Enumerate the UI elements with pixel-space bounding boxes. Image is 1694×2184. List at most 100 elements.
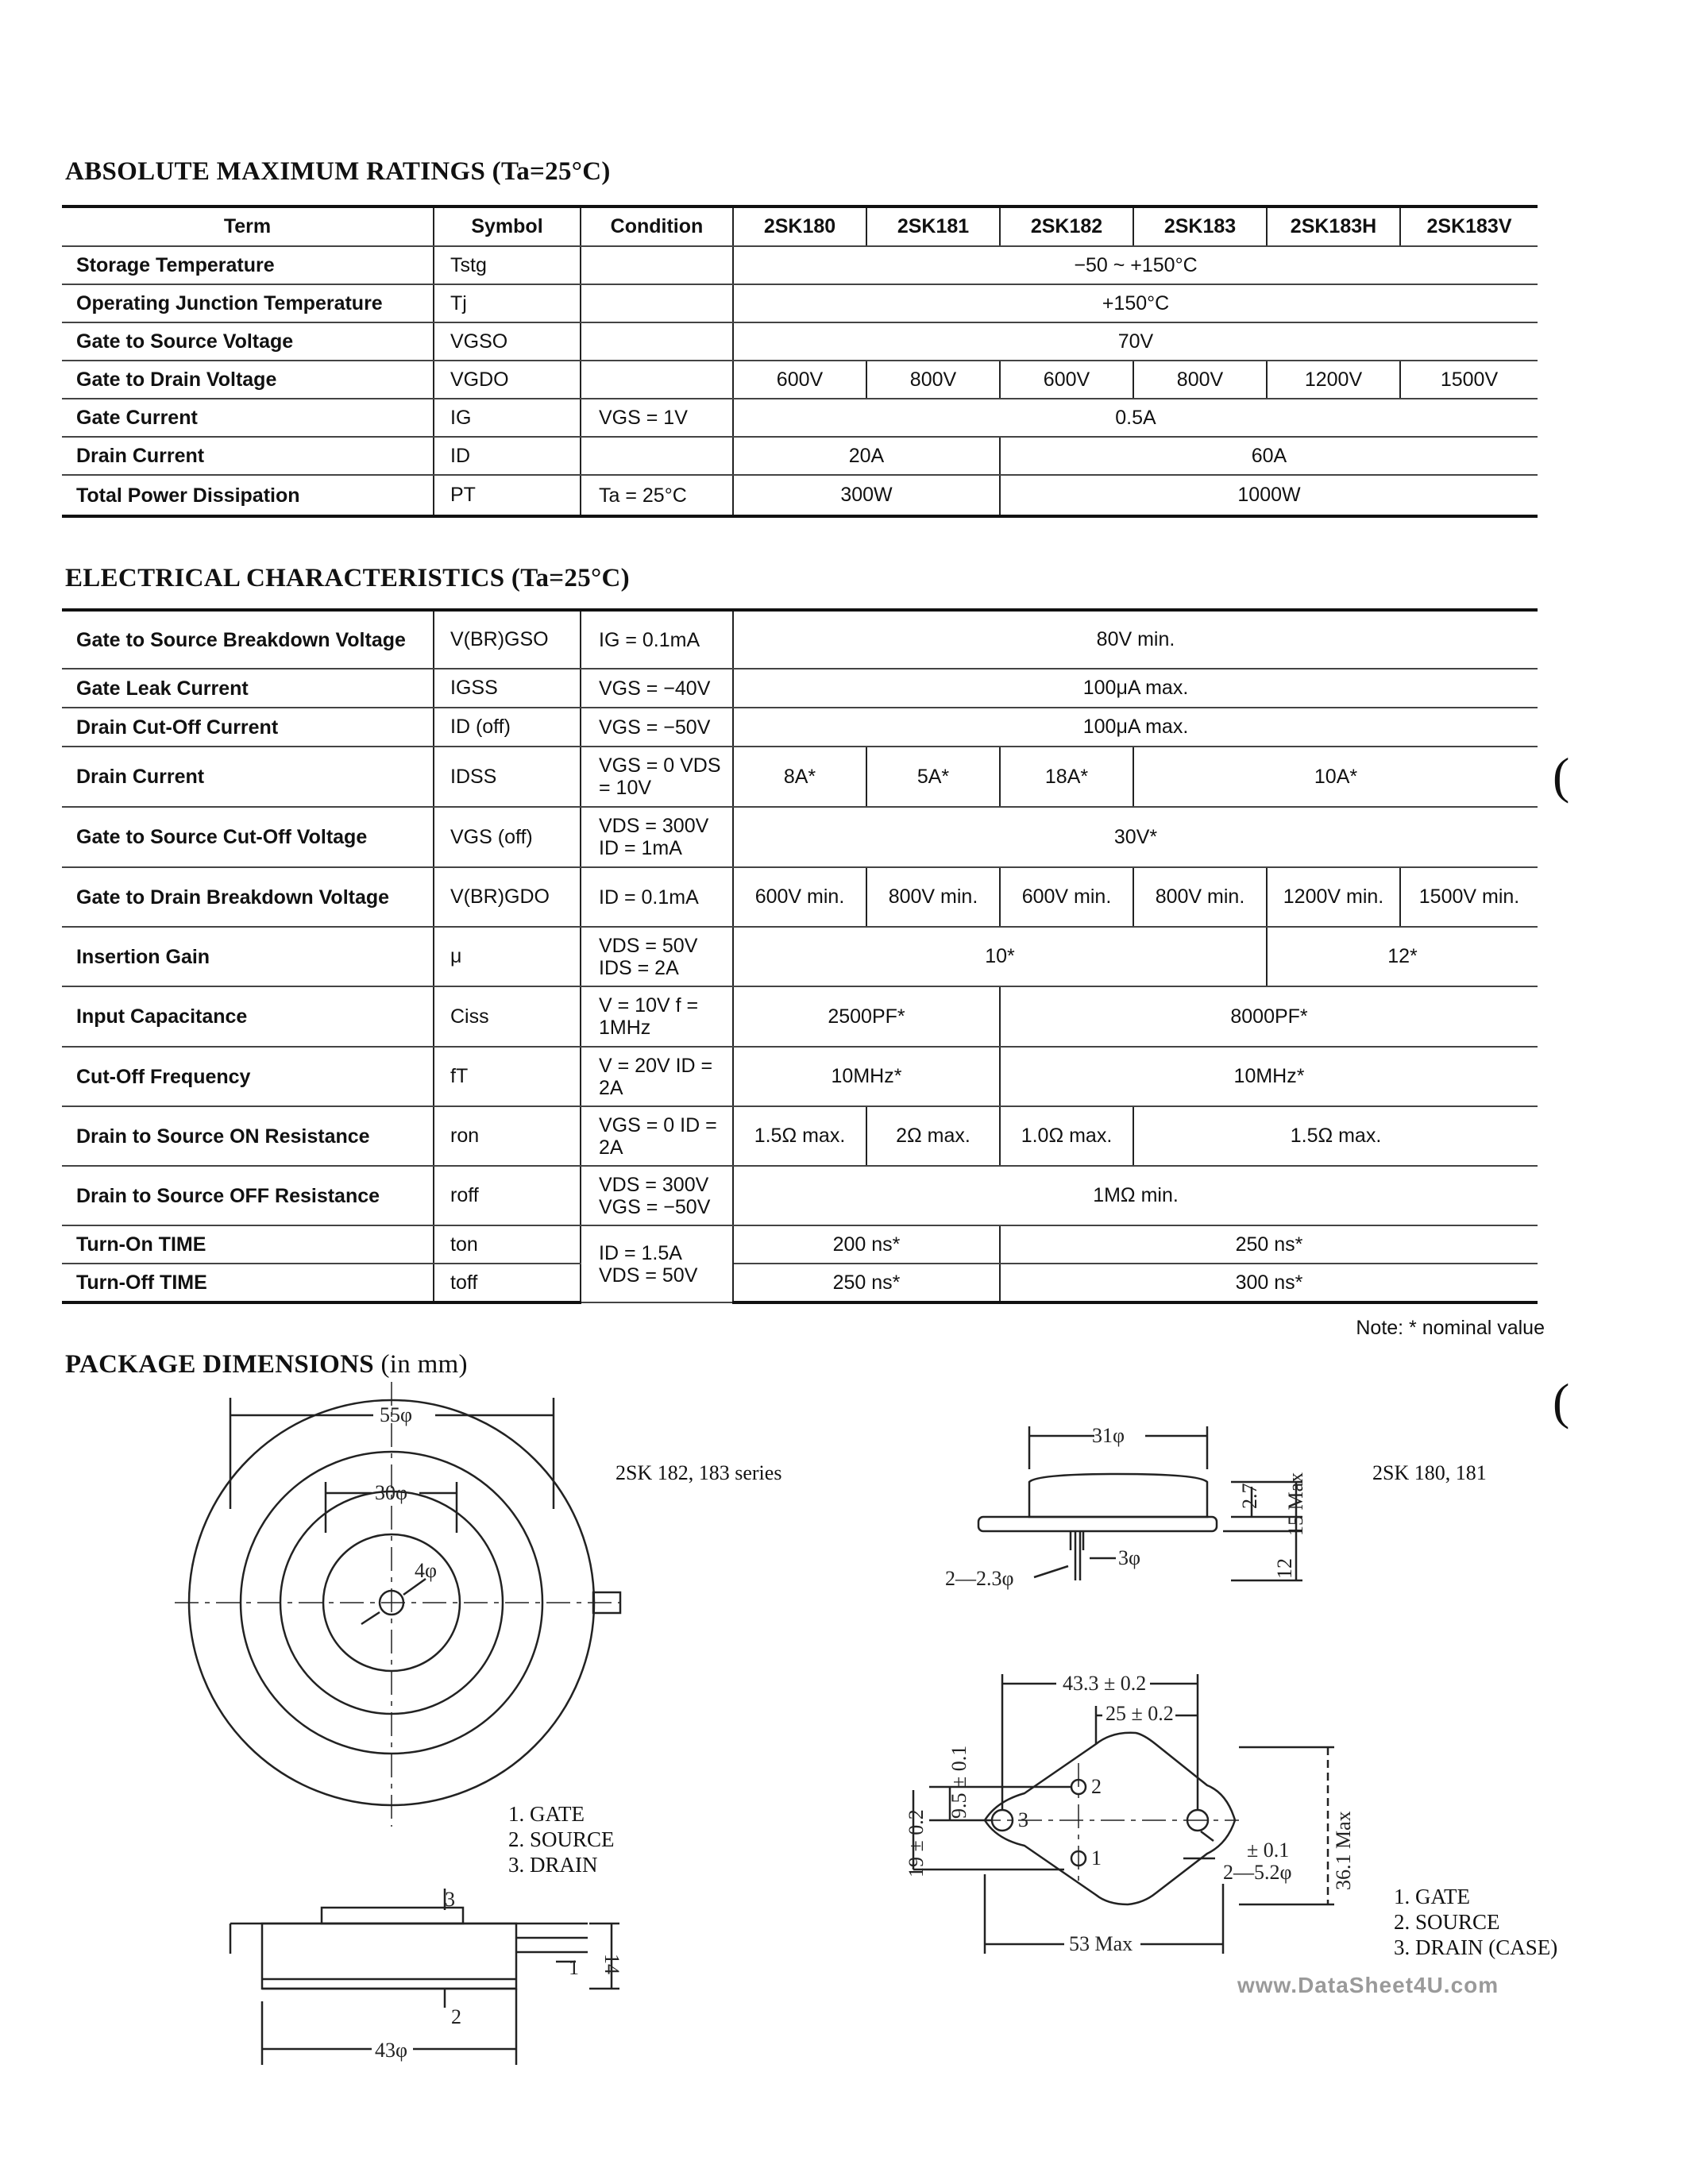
value-cell: 800V: [1133, 361, 1268, 399]
value-cell: 600V: [733, 361, 867, 399]
value-cell: 800V min.: [866, 867, 1001, 928]
symbol-cell: VGS (off): [434, 807, 581, 868]
margin-mark: (: [1553, 747, 1570, 804]
callout-3: 3: [1018, 1808, 1028, 1831]
dim-25: 25 ± 0.2: [1106, 1702, 1174, 1725]
term-cell: Turn-On TIME: [62, 1225, 434, 1264]
table-row: Drain to Source ON Resistance ron VGS = …: [62, 1106, 1538, 1167]
term-cell: Storage Temperature: [62, 246, 434, 285]
mounting-flange: [977, 1515, 1218, 1533]
term-cell: Drain to Source ON Resistance: [62, 1106, 434, 1167]
condition-cell: VGS = 0 ID = 2A: [581, 1106, 734, 1167]
dim-pm-0-1: ± 0.1: [1247, 1839, 1289, 1862]
condition-cell: VDS = 50V IDS = 2A: [581, 927, 734, 987]
col-header: 2SK182: [1000, 205, 1134, 247]
value-cell: 1500V min.: [1400, 867, 1538, 928]
pin-list-right: 1. GATE 2. SOURCE 3. DRAIN (CASE): [1394, 1884, 1557, 1960]
abs-max-title: ABSOLUTE MAXIMUM RATINGS (Ta=25°C): [65, 157, 611, 186]
value-cell: 8000PF*: [1000, 986, 1538, 1048]
col-header: 2SK183H: [1267, 205, 1401, 247]
pin-list-left: 1. GATE 2. SOURCE 3. DRAIN: [508, 1801, 615, 1877]
dim-12: 12: [1273, 1558, 1296, 1579]
table-row: Gate Leak Current IGSS VGS = −40V 100μA …: [62, 669, 1538, 708]
value-cell: 1.0Ω max.: [1000, 1106, 1134, 1167]
value-cell: 80V min.: [733, 608, 1538, 669]
right-side-view: [977, 1426, 1302, 1582]
value-cell: 300W: [733, 475, 1001, 518]
col-header: Term: [62, 205, 434, 247]
symbol-cell: V(BR)GDO: [434, 867, 581, 928]
condition-cell: ID = 1.5A VDS = 50V: [581, 1225, 734, 1303]
value-cell: 250 ns*: [733, 1264, 1001, 1304]
dim-2-5-2: 2—5.2φ: [1223, 1861, 1292, 1884]
callout-2: 2: [1091, 1775, 1102, 1798]
callout-1: 1: [1091, 1846, 1102, 1870]
symbol-cell: V(BR)GSO: [434, 608, 581, 669]
table-row: Gate to Source Breakdown Voltage V(BR)GS…: [62, 608, 1538, 669]
table-row: Turn-Off TIME toff 250 ns* 300 ns*: [62, 1264, 1538, 1304]
value-cell: 1200V: [1267, 361, 1401, 399]
condition-cell: VGS = 0 VDS = 10V: [581, 747, 734, 808]
drain-lead: [592, 1591, 622, 1615]
symbol-cell: VGDO: [434, 361, 581, 399]
left-side-view: [229, 1889, 619, 2065]
condition-cell: VGS = −40V: [581, 669, 734, 708]
table-row: Gate Current IG VGS = 1V 0.5A: [62, 399, 1538, 438]
term-cell: Gate to Source Voltage: [62, 322, 434, 361]
nominal-note: Note: * nominal value: [1356, 1317, 1545, 1339]
symbol-cell: Tstg: [434, 246, 581, 285]
condition-cell: V = 20V ID = 2A: [581, 1047, 734, 1107]
dim-15max: 15 Max: [1284, 1472, 1307, 1536]
table-row: Drain Cut-Off Current ID (off) VGS = −50…: [62, 708, 1538, 747]
value-cell: 200 ns*: [733, 1225, 1001, 1264]
series-label-right: 2SK 180, 181: [1372, 1461, 1487, 1484]
pkg-dim-label: PACKAGE DIMENSIONS: [65, 1350, 374, 1379]
symbol-cell: μ: [434, 927, 581, 987]
pkg-dim-title: PACKAGE DIMENSIONS (in mm): [65, 1350, 468, 1379]
term-cell: Drain Current: [62, 747, 434, 808]
callout-3: 3: [445, 1888, 455, 1911]
value-cell: 70V: [733, 322, 1538, 361]
condition-cell: [581, 322, 734, 361]
term-cell: Operating Junction Temperature: [62, 284, 434, 323]
value-cell: 250 ns*: [1000, 1225, 1538, 1264]
value-cell: 12*: [1267, 927, 1538, 987]
callout-1: 1: [569, 1956, 579, 1979]
value-cell: 18A*: [1000, 747, 1134, 808]
condition-cell: V = 10V f = 1MHz: [581, 986, 734, 1048]
term-cell: Gate to Drain Breakdown Voltage: [62, 867, 434, 928]
term-cell: Gate to Source Cut-Off Voltage: [62, 807, 434, 868]
symbol-cell: IDSS: [434, 747, 581, 808]
right-top-view: [912, 1674, 1334, 1954]
dim-3: 3φ: [1118, 1546, 1140, 1569]
value-cell: 1MΩ min.: [733, 1166, 1538, 1226]
value-cell: 1.5Ω max.: [1133, 1106, 1538, 1167]
term-cell: Input Capacitance: [62, 986, 434, 1048]
condition-cell: [581, 437, 734, 476]
term-cell: Gate to Source Breakdown Voltage: [62, 608, 434, 669]
abs-max-table: Term Symbol Condition 2SK180 2SK181 2SK1…: [62, 205, 1538, 518]
condition-cell: IG = 0.1mA: [581, 608, 734, 669]
table-row: Operating Junction Temperature Tj +150°C: [62, 284, 1538, 323]
pin-item: 1. GATE: [508, 1802, 585, 1826]
col-header: 2SK183: [1133, 205, 1268, 247]
dim-2-7: 2.7: [1238, 1484, 1261, 1510]
elec-char-table: Gate to Source Breakdown Voltage V(BR)GS…: [62, 608, 1538, 1304]
value-cell: 300 ns*: [1000, 1264, 1538, 1304]
table-row: Drain Current ID 20A 60A: [62, 437, 1538, 476]
dim-9-5: 9.5 ± 0.1: [947, 1746, 970, 1819]
value-cell: 10MHz*: [733, 1047, 1001, 1107]
value-cell: +150°C: [733, 284, 1538, 323]
elec-char-title: ELECTRICAL CHARACTERISTICS (Ta=25°C): [65, 564, 630, 592]
value-cell: 10*: [733, 927, 1268, 987]
table-row: Insertion Gain μ VDS = 50V IDS = 2A 10* …: [62, 927, 1538, 987]
dim-31: 31φ: [1092, 1424, 1125, 1447]
abs-header-row: Term Symbol Condition 2SK180 2SK181 2SK1…: [62, 205, 1538, 247]
table-row: Total Power Dissipation PT Ta = 25°C 300…: [62, 475, 1538, 518]
term-cell: Drain to Source OFF Resistance: [62, 1166, 434, 1226]
pin-item: 2. SOURCE: [1394, 1910, 1500, 1934]
condition-cell: Ta = 25°C: [581, 475, 734, 518]
table-row: Input Capacitance Ciss V = 10V f = 1MHz …: [62, 986, 1538, 1048]
symbol-cell: fT: [434, 1047, 581, 1107]
